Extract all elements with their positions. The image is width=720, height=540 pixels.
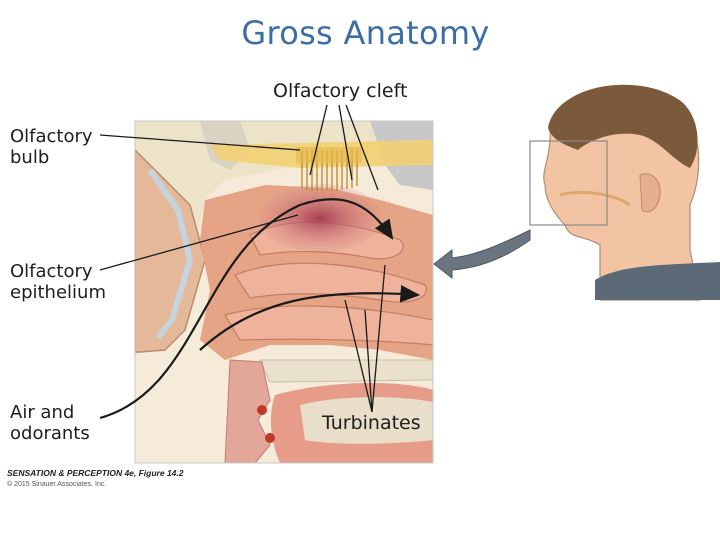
hair xyxy=(548,84,698,168)
airflow-arrow-upper xyxy=(99,198,394,420)
label-turbinates: Turbinates xyxy=(322,412,421,434)
cross-section-panel xyxy=(135,121,433,463)
label-olfactory-bulb-line1: Olfactory xyxy=(10,126,93,147)
leader-lines xyxy=(99,104,386,413)
skull-bone xyxy=(135,121,433,340)
figure-credit: SENSATION & PERCEPTION 4e, Figure 14.2 xyxy=(7,468,184,478)
slide-title: Gross Anatomy xyxy=(241,14,490,52)
label-olfactory-epithelium-line2: epithelium xyxy=(10,282,106,303)
olfactory-epithelium-region xyxy=(258,184,382,252)
ear xyxy=(639,173,661,213)
copyright-notice: © 2015 Sinauer Associates, Inc. xyxy=(7,481,107,488)
label-air-line2: odorants xyxy=(10,423,90,444)
airflow-arrows xyxy=(99,198,421,420)
shirt xyxy=(595,262,720,300)
label-air-and-odorants: Air and odorants xyxy=(10,402,90,444)
label-olfactory-bulb-line2: bulb xyxy=(10,147,50,168)
label-olfactory-bulb: Olfactory bulb xyxy=(10,126,93,168)
lips xyxy=(224,359,271,463)
pointer-arrow xyxy=(433,229,531,280)
head-inset xyxy=(433,84,720,301)
hard-palate xyxy=(259,359,433,383)
inset-highlight-box xyxy=(529,140,608,226)
label-air-line1: Air and xyxy=(10,402,75,423)
label-olfactory-epithelium-line1: Olfactory xyxy=(10,261,93,282)
airflow-arrow-lower xyxy=(199,284,421,351)
label-olfactory-cleft: Olfactory cleft xyxy=(273,80,408,102)
label-olfactory-epithelium: Olfactory epithelium xyxy=(10,261,106,303)
